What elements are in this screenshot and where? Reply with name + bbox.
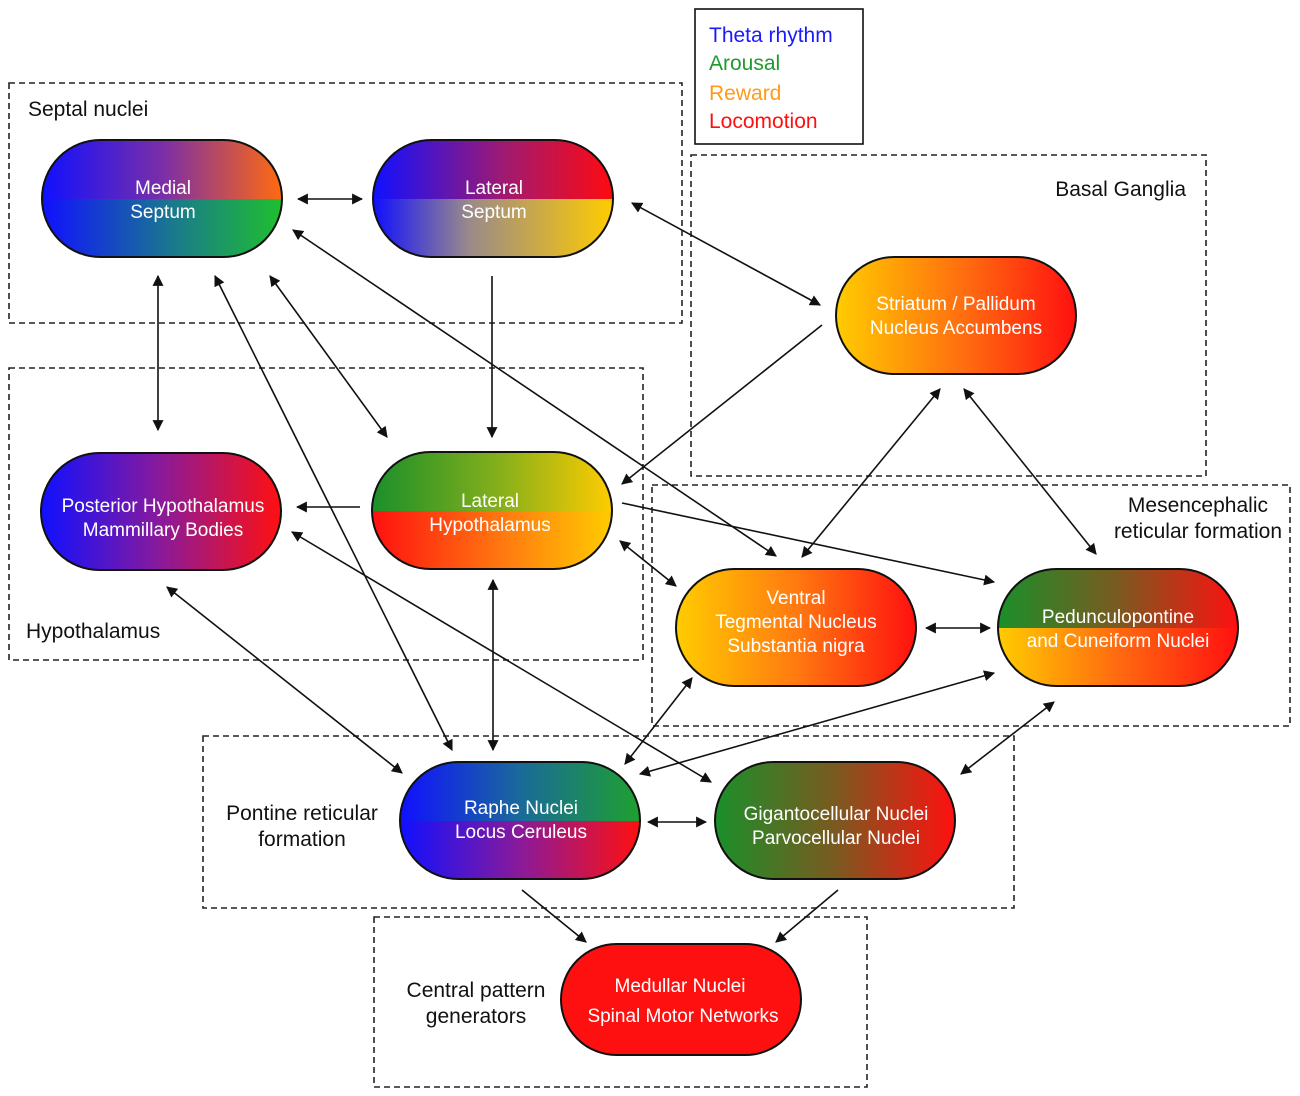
- region-central-pattern-generators: Central pattern generators: [373, 916, 868, 1088]
- legend-item-arousal: Arousal: [709, 52, 780, 75]
- region-label-hypothalamus: Hypothalamus: [26, 620, 160, 643]
- arrow-ms-vta: [292, 229, 777, 557]
- node-label-striatum-1: Striatum / Pallidum: [876, 294, 1035, 315]
- node-gigantocellular-nuclei: Gigantocellular Nuclei Parvocellular Nuc…: [714, 761, 956, 880]
- node-label-raphe-2: Locus Ceruleus: [455, 822, 587, 843]
- legend-item-reward: Reward: [709, 82, 781, 105]
- node-posterior-hypothalamus: Posterior Hypothalamus Mammillary Bodies: [40, 452, 282, 571]
- node-label-lateral-hypothalamus-1: Lateral: [461, 491, 519, 512]
- region-pontine-reticular-formation: Pontine reticular formation: [202, 735, 1015, 909]
- arrow-raphe-medullar: [521, 889, 587, 943]
- node-label-raphe-1: Raphe Nuclei: [464, 798, 578, 819]
- arrow-ph-raphe: [166, 586, 403, 774]
- node-label-posterior-hypothalamus-2: Mammillary Bodies: [83, 520, 243, 541]
- node-ventral-tegmental-nucleus: Ventral Tegmental Nucleus Substantia nig…: [675, 568, 917, 687]
- node-label-lateral-hypothalamus-2: Hypothalamus: [429, 515, 550, 536]
- connections: [152, 193, 1097, 943]
- node-pedunculopontine-nuclei: Pedunculopontine and Cuneiform Nuclei: [997, 568, 1239, 687]
- node-label-medial-septum-2: Septum: [130, 202, 195, 223]
- node-label-vta-2: Tegmental Nucleus: [715, 612, 877, 633]
- region-label-pontine-1: Pontine reticular: [226, 802, 378, 825]
- arrow-striatum-vta: [801, 388, 941, 558]
- arrow-pp-giganto: [960, 701, 1055, 775]
- node-label-medullar-2: Spinal Motor Networks: [587, 1006, 778, 1027]
- legend-item-theta: Theta rhythm: [709, 24, 833, 47]
- node-raphe-nuclei: Raphe Nuclei Locus Ceruleus: [399, 761, 641, 880]
- region-label-cpg-1: Central pattern: [407, 979, 546, 1002]
- region-label-mesencephalic-2: reticular formation: [1114, 520, 1282, 543]
- legend: Theta rhythm Arousal Reward Locomotion: [694, 8, 864, 145]
- arrow-ms-lh: [269, 275, 388, 438]
- arrow-striatum-pp: [963, 388, 1097, 555]
- arrow-striatum-lh: [621, 324, 823, 485]
- node-label-gigantocellular-1: Gigantocellular Nuclei: [744, 804, 929, 825]
- arrow-lh-vta: [619, 540, 677, 587]
- node-label-posterior-hypothalamus-1: Posterior Hypothalamus: [62, 496, 265, 517]
- arrow-pp-raphe: [638, 670, 996, 777]
- legend-item-locomotion: Locomotion: [709, 110, 818, 133]
- arrow-ls-striatum: [631, 202, 821, 306]
- region-label-mesencephalic-1: Mesencephalic: [1128, 494, 1268, 517]
- node-medial-septum: Medial Septum: [41, 139, 283, 258]
- node-striatum-pallidum: Striatum / Pallidum Nucleus Accumbens: [835, 256, 1077, 375]
- node-label-striatum-2: Nucleus Accumbens: [870, 318, 1042, 339]
- region-mesencephalic-reticular-formation: Mesencephalic reticular formation: [651, 484, 1291, 727]
- node-label-gigantocellular-2: Parvocellular Nuclei: [752, 828, 920, 849]
- node-label-vta-1: Ventral: [766, 588, 825, 609]
- region-label-cpg-2: generators: [426, 1005, 526, 1028]
- node-lateral-septum: Lateral Septum: [372, 139, 614, 258]
- node-label-vta-3: Substantia nigra: [727, 636, 865, 657]
- region-label-pontine-2: formation: [258, 828, 346, 851]
- node-label-pedunculopontine-2: and Cuneiform Nuclei: [1027, 631, 1210, 652]
- node-label-medial-septum-1: Medial: [135, 178, 191, 199]
- region-label-basal: Basal Ganglia: [1055, 178, 1186, 201]
- node-label-pedunculopontine-1: Pedunculopontine: [1042, 607, 1194, 628]
- node-lateral-hypothalamus: Lateral Hypothalamus: [371, 451, 613, 570]
- node-label-lateral-septum-2: Septum: [461, 202, 526, 223]
- node-label-lateral-septum-1: Lateral: [465, 178, 523, 199]
- node-label-medullar-1: Medullar Nuclei: [615, 976, 746, 997]
- arrow-giganto-medullar: [775, 889, 839, 943]
- node-medullar-nuclei: Medullar Nuclei Spinal Motor Networks: [560, 943, 802, 1056]
- region-label-septal: Septal nuclei: [28, 98, 148, 121]
